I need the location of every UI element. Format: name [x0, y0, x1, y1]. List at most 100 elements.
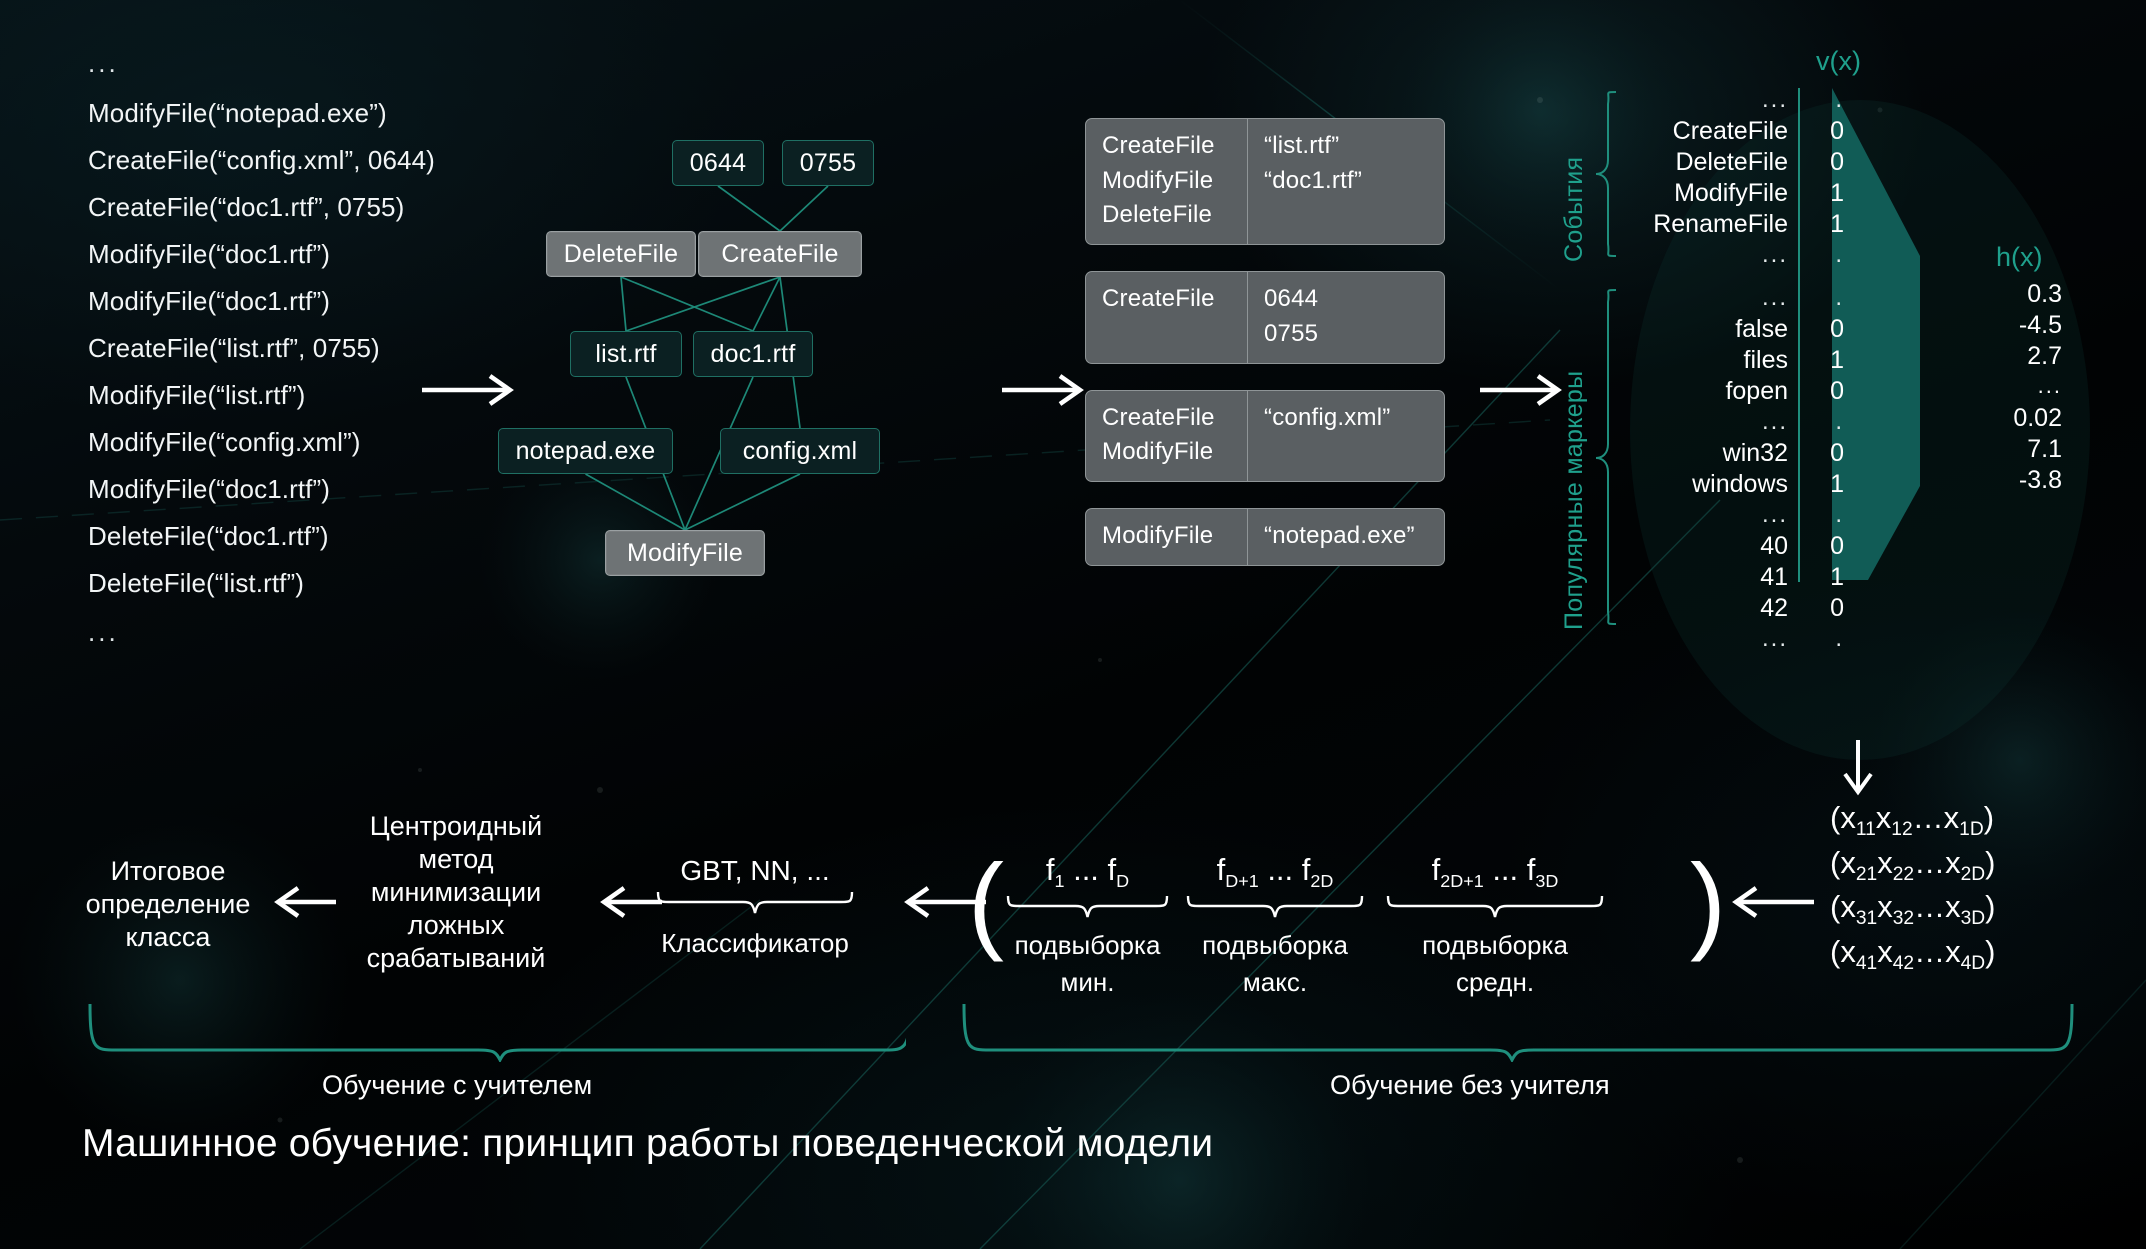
event-log: ... ModifyFile(“notepad.exe”) CreateFile(“…: [88, 48, 608, 669]
classifier-label: Классификатор: [661, 928, 849, 958]
sample-matrix: (x11x12…x1D)(x21x22…x2D)(x31x32…x3D)(x41…: [1830, 798, 1995, 976]
arrow-log-to-graph: [422, 374, 514, 406]
graph-edge: [779, 185, 829, 232]
graph-node-n0755[interactable]: 0755: [782, 140, 874, 186]
graph-edges: [585, 185, 829, 531]
graph-node-ncreate[interactable]: CreateFile: [698, 231, 862, 277]
graph-edge: [717, 185, 781, 232]
feature-name: ...: [1761, 241, 1788, 268]
caption-supervised: Обучение с учителем: [322, 1070, 593, 1100]
hx-label: h(x): [1996, 242, 2043, 272]
feature-name: ...: [1761, 86, 1788, 113]
feature-pair-item: CreateFile: [1102, 403, 1215, 431]
feature-value: 0: [1830, 148, 1844, 176]
log-line: CreateFile(“list.rtf”, 0755): [88, 333, 380, 363]
group-label-markers: Популярные маркеры: [1560, 370, 1588, 630]
feature-name: 42: [1760, 594, 1788, 622]
feature-value: 1: [1830, 470, 1844, 498]
brace-markers: [1595, 289, 1617, 625]
log-line: ...: [88, 48, 119, 78]
graph-node-label: 0755: [799, 148, 857, 177]
graph-node-nconfig[interactable]: config.xml: [720, 428, 880, 474]
subsample-caption: мин.: [1060, 967, 1115, 998]
matrix-row: (x11x12…x1D): [1830, 800, 1995, 841]
graph-node-nlist[interactable]: list.rtf: [570, 331, 682, 377]
graph-node-n0644[interactable]: 0644: [672, 140, 764, 186]
feature-name: ...: [1761, 501, 1788, 528]
arrow-centroid-to-final: [274, 886, 336, 918]
text-line: Итоговое: [110, 856, 226, 886]
feature-value: .: [1835, 86, 1844, 113]
feature-value: .: [1835, 284, 1844, 311]
feature-pair-right-cell: “list.rtf”“doc1.rtf”: [1248, 119, 1444, 244]
feature-pair-item: CreateFile: [1102, 285, 1215, 313]
feature-name: CreateFile: [1672, 117, 1788, 145]
subsample-paren-right: ): [1690, 841, 1726, 962]
graph-node-label: list.rtf: [595, 339, 657, 368]
feature-value: 0: [1830, 532, 1844, 560]
feature-value: 0: [1830, 117, 1844, 145]
subsample-feature-range: f2D+1 ... f3D: [1431, 852, 1559, 892]
log-line: ModifyFile(“config.xml”): [88, 427, 361, 457]
graph-edge: [752, 276, 781, 332]
feature-value: 1: [1830, 179, 1844, 207]
feature-name: windows: [1692, 470, 1788, 498]
graph-edge: [585, 473, 686, 531]
feature-pair-item: ModifyFile: [1102, 438, 1214, 466]
brace-classifier: [656, 891, 854, 914]
feature-pair-right-cell: “notepad.exe”: [1248, 509, 1444, 565]
feature-pair-row[interactable]: ModifyFile“notepad.exe”: [1085, 508, 1445, 566]
graph-node-ndoc1[interactable]: doc1.rtf: [693, 331, 813, 377]
feature-value: .: [1835, 241, 1844, 268]
log-line: CreateFile(“doc1.rtf”, 0755): [88, 192, 405, 222]
text-line: Центроидный: [369, 811, 543, 841]
graph-node-nnotepad[interactable]: notepad.exe: [498, 428, 673, 474]
hx-value: -4.5: [2018, 311, 2062, 339]
subsample-caption: средн.: [1455, 967, 1535, 998]
hx-value: 2.7: [2027, 342, 2062, 370]
feature-pair-right-cell: “config.xml”: [1248, 391, 1444, 481]
subsample-feature-range: f1 ... fD: [1045, 852, 1130, 892]
feature-value: 1: [1830, 346, 1844, 374]
caption-unsupervised: Обучение без учителя: [1330, 1070, 1610, 1100]
feature-name: win32: [1722, 439, 1788, 467]
graph-node-nmodify[interactable]: ModifyFile: [605, 530, 765, 576]
brace-subsample: [1006, 896, 1169, 918]
brace-unsupervised: [962, 1003, 2074, 1062]
feature-pair-item: 0644: [1264, 285, 1319, 313]
feature-pair-item: CreateFile: [1102, 132, 1215, 159]
hx-value: ...: [2037, 373, 2062, 398]
arrow-graph-to-pairs: [1002, 374, 1084, 406]
arrow-matrix-to-subsamples: [1732, 886, 1814, 918]
feature-value: .: [1835, 625, 1844, 652]
graph-node-ndelete[interactable]: DeleteFile: [546, 231, 696, 277]
feature-value: 0: [1830, 377, 1844, 405]
matrix-row: (x31x32…x3D): [1830, 889, 1996, 930]
graph-edge: [620, 276, 627, 332]
hx-value: 0.3: [2027, 280, 2062, 308]
graph-node-label: ModifyFile: [627, 538, 743, 567]
feature-pair-left-cell: CreateFile: [1086, 272, 1248, 363]
feature-name: DeleteFile: [1675, 148, 1788, 176]
text-line: минимизации: [370, 876, 542, 907]
hx-value: -3.8: [2018, 466, 2062, 494]
arrow-vector-to-matrix: [1843, 740, 1873, 796]
log-line: ModifyFile(“notepad.exe”): [88, 98, 387, 128]
log-line: DeleteFile(“doc1.rtf”): [88, 521, 329, 551]
log-line: DeleteFile(“list.rtf”): [88, 568, 304, 598]
group-label-events: События: [1560, 156, 1588, 262]
brace-events: [1595, 91, 1617, 257]
feature-name: ...: [1761, 408, 1788, 435]
